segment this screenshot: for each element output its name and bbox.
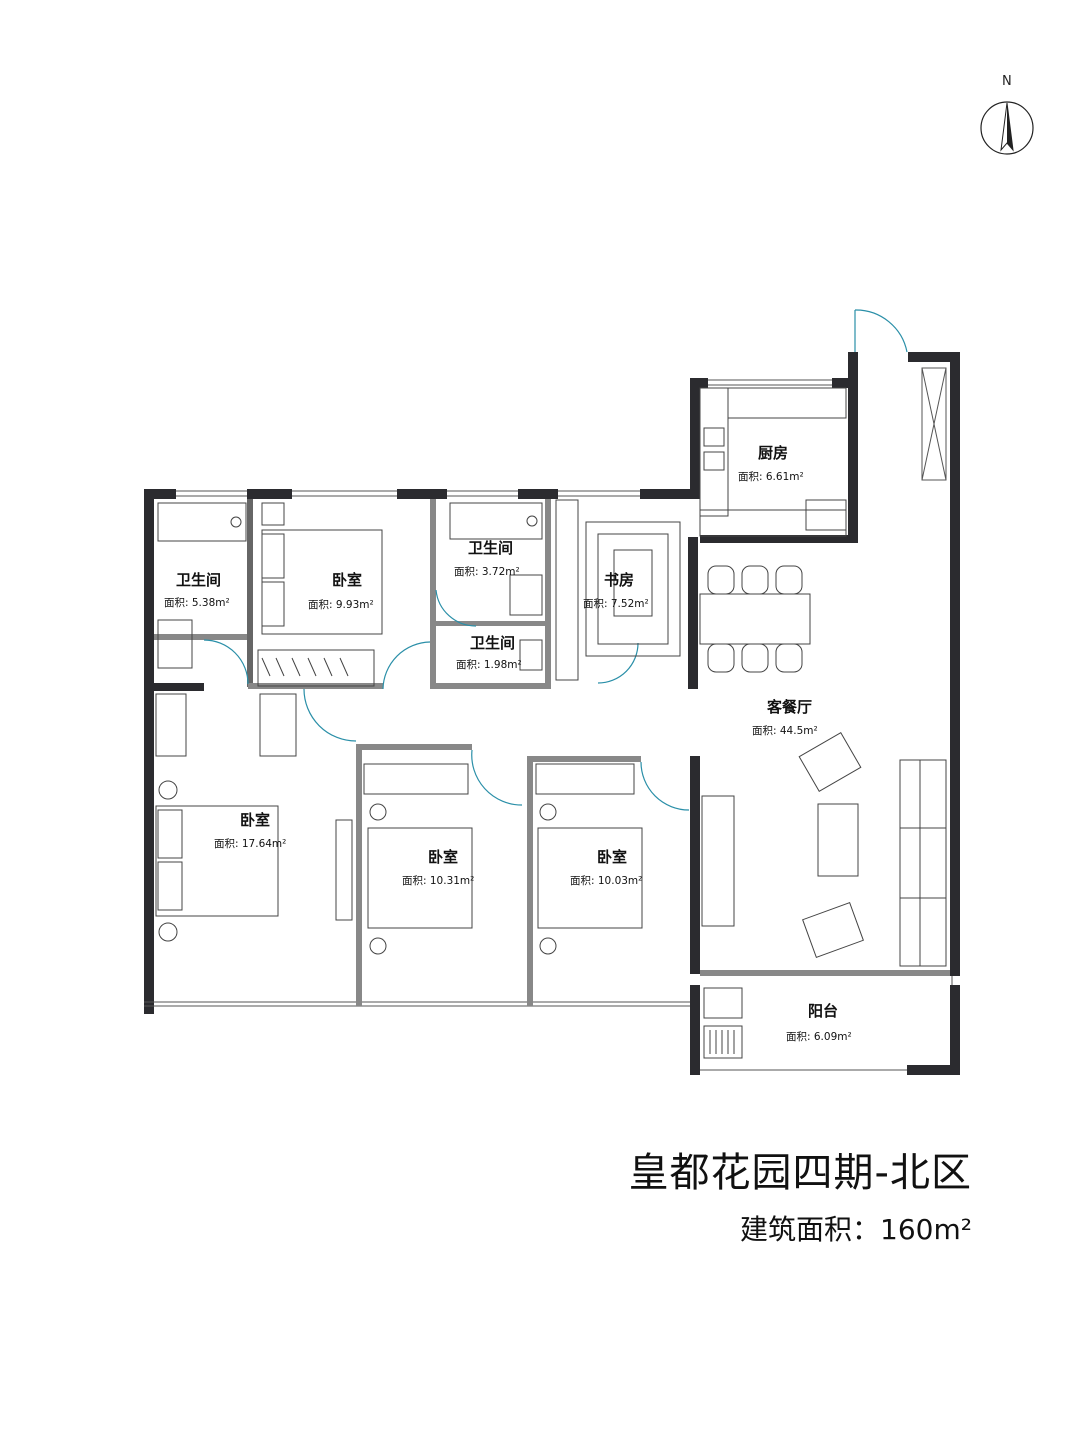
room-area-master: 面积: 17.64m² bbox=[214, 838, 286, 850]
room-name-bedroom-s1: 卧室 bbox=[428, 848, 458, 866]
project-area: 建筑面积：160m² bbox=[740, 1213, 972, 1246]
room-area-balcony: 面积: 6.09m² bbox=[786, 1031, 852, 1043]
room-area-bedroom-s1: 面积: 10.31m² bbox=[402, 875, 474, 887]
room-name-bath-small: 卫生间 bbox=[470, 634, 515, 652]
room-name-study: 书房 bbox=[604, 571, 634, 589]
windows bbox=[144, 367, 953, 1071]
room-area-bath-mid: 面积: 3.72m² bbox=[454, 566, 520, 578]
room-area-living: 面积: 44.5m² bbox=[752, 725, 818, 737]
room-area-kitchen: 面积: 6.61m² bbox=[738, 471, 804, 483]
exterior-walls bbox=[144, 352, 960, 1075]
room-name-bath-mid: 卫生间 bbox=[468, 539, 513, 557]
room-name-bedroom-nw: 卧室 bbox=[332, 571, 362, 589]
room-name-master: 卧室 bbox=[240, 811, 270, 829]
room-area-bedroom-nw: 面积: 9.93m² bbox=[308, 599, 374, 611]
room-name-living: 客餐厅 bbox=[766, 698, 812, 716]
room-name-bath-west: 卫生间 bbox=[176, 571, 221, 589]
room-labels: 卫生间 面积: 5.38m² 卧室 面积: 9.93m² 卫生间 面积: 3.7… bbox=[164, 444, 852, 1043]
room-name-bedroom-s2: 卧室 bbox=[597, 848, 627, 866]
north-compass-icon: N bbox=[980, 74, 1034, 155]
interior-walls bbox=[144, 388, 950, 1006]
room-name-balcony: 阳台 bbox=[808, 1002, 838, 1020]
room-name-kitchen: 厨房 bbox=[758, 444, 788, 462]
room-area-bath-small: 面积: 1.98m² bbox=[456, 659, 522, 671]
room-area-bedroom-s2: 面积: 10.03m² bbox=[570, 875, 642, 887]
project-title: 皇都花园四期-北区 bbox=[628, 1150, 972, 1196]
furniture bbox=[155, 387, 947, 1059]
doors bbox=[203, 309, 908, 811]
room-area-study: 面积: 7.52m² bbox=[583, 598, 649, 610]
room-area-bath-west: 面积: 5.38m² bbox=[164, 597, 230, 609]
compass-label: N bbox=[1002, 74, 1012, 89]
